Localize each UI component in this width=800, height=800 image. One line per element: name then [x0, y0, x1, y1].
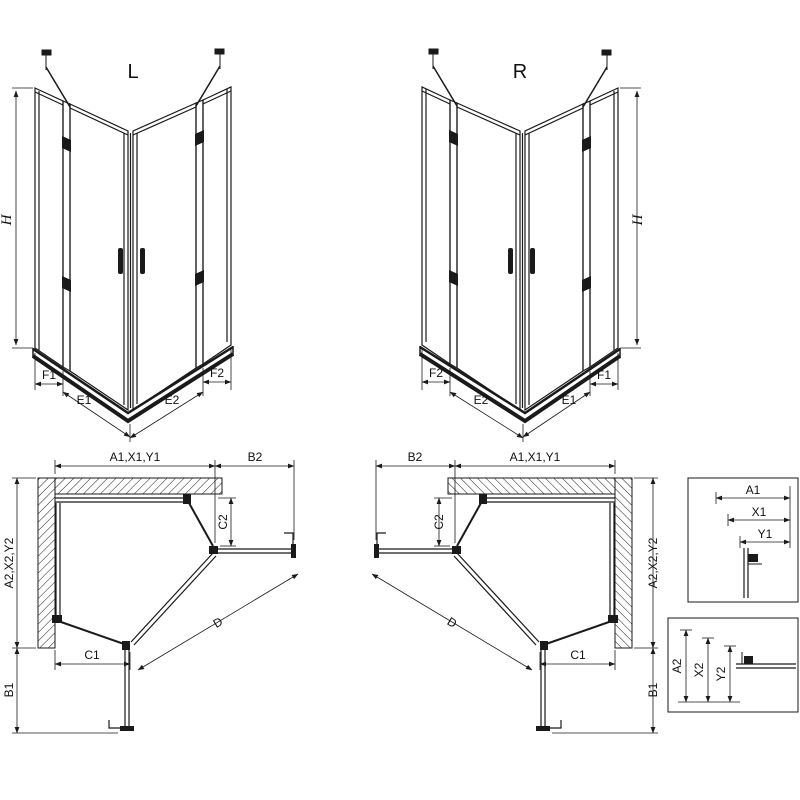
dim-label-a1x1y1-left: A1,X1,Y1 — [110, 450, 161, 464]
dim-label-a2x2y2-right: A2,X2,Y2 — [646, 537, 660, 588]
dim-label-e1-r: E1 — [562, 393, 577, 407]
detail-bottom-dimensions — [678, 629, 740, 703]
dim-label-height-left: H — [0, 213, 15, 226]
plan-left-geometry — [12, 460, 298, 733]
dim-label-c2-left: C2 — [216, 514, 230, 530]
dim-label-d-left: D — [211, 614, 226, 631]
dim-label-e2: E2 — [165, 393, 180, 407]
detail-label-x1: X1 — [752, 505, 767, 519]
detail-label-y2: Y2 — [714, 666, 728, 681]
detail-top-bracket — [748, 554, 758, 562]
dim-label-f2: F2 — [210, 366, 224, 380]
dim-label-f1-r: F1 — [597, 368, 611, 382]
view-title-left: L — [127, 61, 138, 83]
dim-label-e2-r: E2 — [474, 393, 489, 407]
detail-top-dimensions — [715, 486, 791, 548]
enclosure-3d-right — [420, 49, 641, 442]
front-view-right: R H F2 E2 E1 F1 — [420, 49, 646, 442]
detail-label-y1: Y1 — [758, 527, 773, 541]
dim-label-c1-left: C1 — [84, 648, 100, 662]
dim-label-b1-right: B1 — [646, 682, 660, 697]
dim-label-d-right: D — [445, 614, 460, 631]
detail-label-a1: A1 — [746, 483, 761, 497]
dim-label-c2-right: C2 — [432, 514, 446, 530]
dim-label-e1: E1 — [77, 393, 92, 407]
dim-label-b2-right: B2 — [408, 450, 423, 464]
dim-label-a2x2y2-left: A2,X2,Y2 — [2, 537, 16, 588]
detail-panel-top: A1 X1 Y1 — [687, 477, 799, 603]
dim-label-f2-r: F2 — [429, 366, 443, 380]
dim-label-b2-left: B2 — [248, 450, 263, 464]
detail-bottom-bracket — [744, 656, 753, 664]
plan-right-geometry — [372, 460, 658, 733]
detail-label-a2: A2 — [670, 658, 684, 673]
detail-top-frame — [687, 477, 799, 603]
view-title-right: R — [513, 61, 527, 83]
dim-label-f1: F1 — [42, 368, 56, 382]
plan-view-right: B2 A1,X1,Y1 A2,X2,Y2 B1 C1 C2 D — [372, 450, 660, 733]
detail-bottom-frame — [667, 617, 799, 713]
enclosure-3d-left — [12, 49, 233, 442]
dim-label-a1x1y1-right: A1,X1,Y1 — [510, 450, 561, 464]
front-view-left: L H F1 E1 E2 F2 — [0, 49, 233, 442]
dim-label-c1-right: C1 — [570, 648, 586, 662]
dim-label-height-right: H — [630, 213, 646, 226]
dim-label-b1-left: B1 — [2, 682, 16, 697]
detail-panel-bottom: A2 X2 Y2 — [667, 617, 799, 713]
detail-label-x2: X2 — [692, 662, 706, 677]
plan-view-left: A1,X1,Y1 B2 A2,X2,Y2 B1 C1 C2 D — [2, 450, 298, 733]
